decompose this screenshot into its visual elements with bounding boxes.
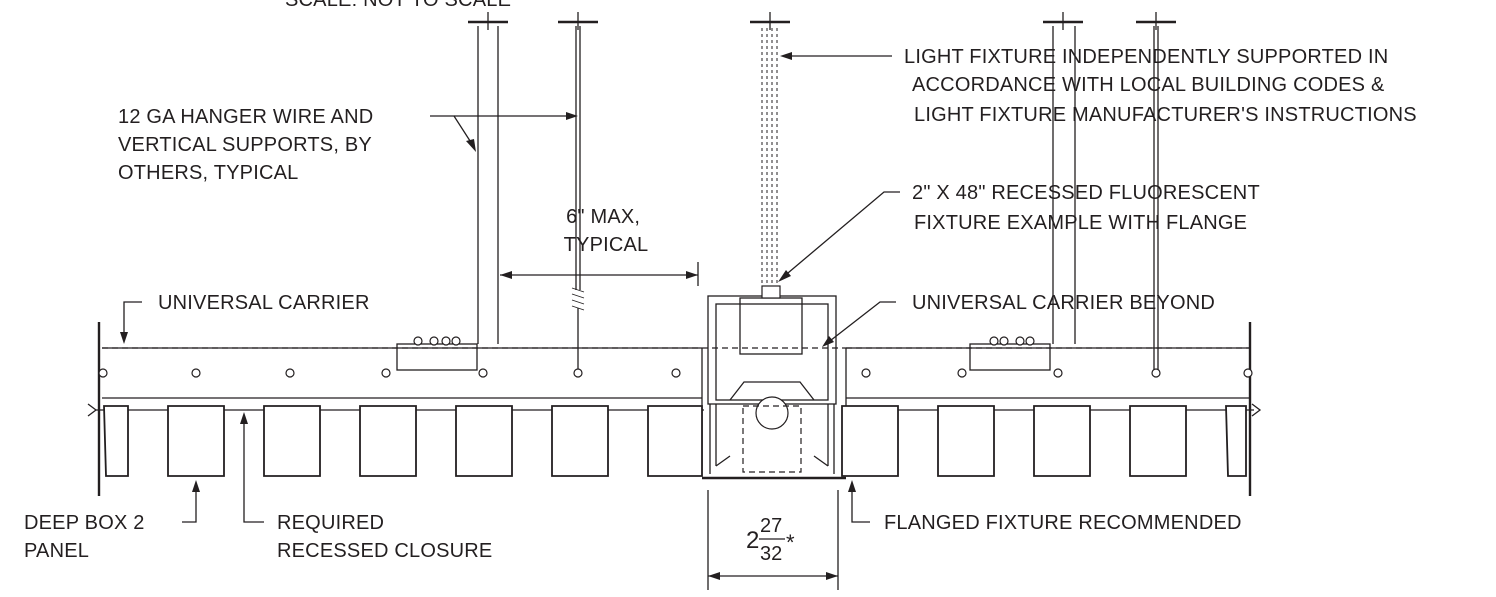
dimension-whole: 2 (746, 527, 759, 554)
universal-carrier-left (97, 322, 703, 496)
deep-box-panels (103, 405, 1247, 477)
anchor-4 (1043, 12, 1083, 30)
flanged-fixture-label: FLANGED FIXTURE RECOMMENDED (884, 512, 1242, 534)
carrier-holes (98, 368, 1253, 378)
dimension-denominator: 32 (760, 543, 782, 565)
leader-lines (120, 52, 900, 523)
spacing-dimension (500, 262, 699, 286)
vertical-supports (477, 26, 1159, 372)
anchor-3 (750, 12, 790, 30)
ceiling-anchors (468, 12, 1176, 30)
deep-box-panel-label: DEEP BOX 2 PANEL (24, 512, 150, 562)
recessed-fixture (702, 285, 846, 480)
width-dimension-value: 2 27 32 * (746, 515, 795, 565)
scale-note: SCALE: NOT TO SCALE (285, 0, 511, 11)
width-dimension (707, 490, 839, 590)
universal-carrier-label: UNIVERSAL CARRIER (158, 292, 370, 314)
dimension-numerator: 27 (760, 515, 782, 537)
hanger-wire-label: 12 GA HANGER WIRE AND VERTICAL SUPPORTS,… (118, 106, 379, 184)
recessed-closure-label: REQUIRED RECESSED CLOSURE (277, 512, 492, 562)
dimension-suffix: * (786, 530, 795, 555)
recessed-fixture-label: 2" X 48" RECESSED FLUORESCENT FIXTURE EX… (912, 182, 1265, 234)
anchor-1 (468, 12, 508, 30)
universal-carrier-beyond-label: UNIVERSAL CARRIER BEYOND (912, 292, 1215, 314)
anchor-2 (558, 12, 598, 30)
spacing-label: 6" MAX, TYPICAL (564, 206, 649, 256)
light-fixture-support-label: LIGHT FIXTURE INDEPENDENTLY SUPPORTED IN… (904, 46, 1417, 126)
fixture-support-wires (761, 28, 778, 284)
anchor-5 (1136, 12, 1176, 30)
